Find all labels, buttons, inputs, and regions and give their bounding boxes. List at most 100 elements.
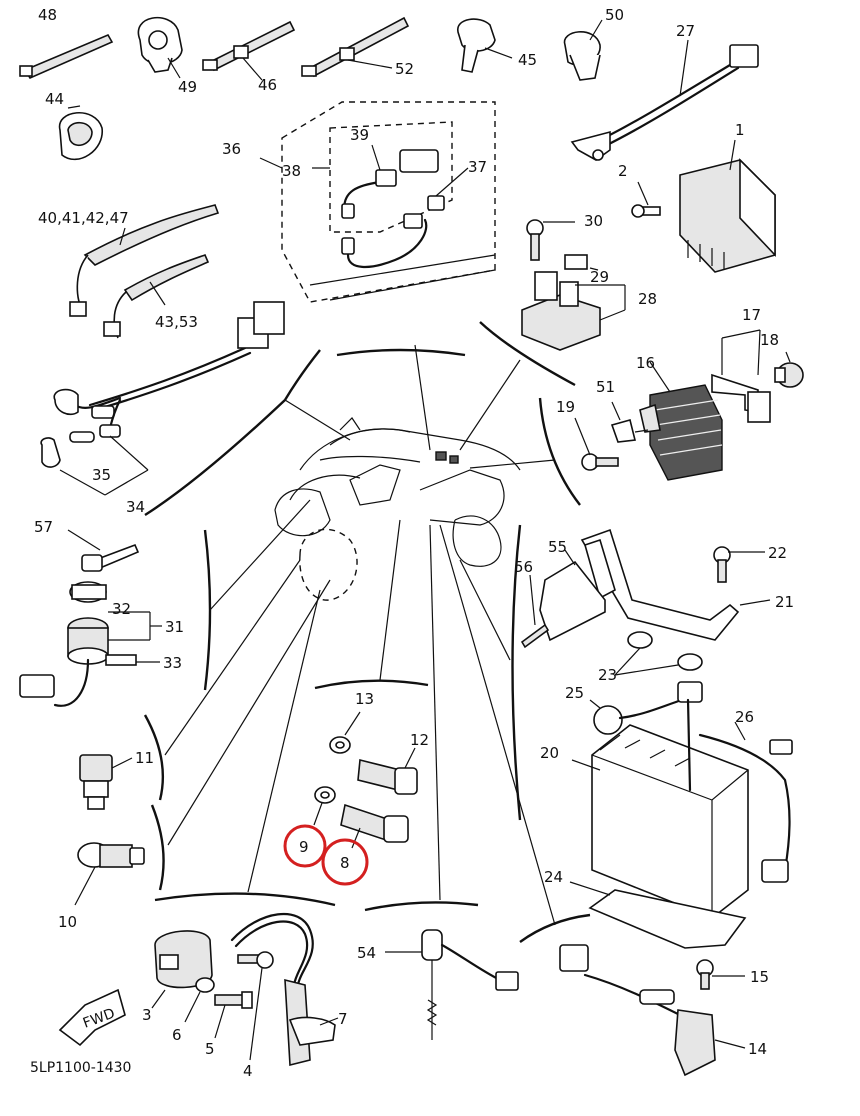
part-30-bolt (526, 219, 575, 261)
part-40-tie (69, 204, 220, 317)
part-44-clip (58, 105, 103, 161)
part-2-screw (631, 181, 661, 218)
part-24-sheet (569, 881, 747, 949)
label-4: 4 (243, 1062, 253, 1080)
label-31: 31 (165, 618, 184, 636)
label-20: 20 (540, 744, 559, 762)
part-45-clamp (457, 18, 513, 73)
part-4-bolt (237, 951, 274, 1061)
label-30: 30 (584, 212, 603, 230)
highlight-ring-9 (283, 824, 327, 868)
label-16: 16 (636, 354, 655, 372)
part-56-pin (520, 574, 550, 649)
part-3-coil (151, 930, 213, 1009)
part-22-bolt (713, 546, 765, 583)
label-2: 2 (618, 162, 628, 180)
highlight-ring-8 (321, 838, 369, 886)
label-43-53: 43,53 (155, 313, 198, 331)
part-54-sensor (385, 929, 519, 1040)
label-37: 37 (468, 158, 487, 176)
label-24: 24 (544, 868, 563, 886)
part-1-cdi (679, 139, 776, 273)
part-8-sender (340, 803, 409, 849)
part-46-band (202, 20, 296, 81)
part-20-battery (571, 724, 749, 919)
label-46: 46 (258, 76, 277, 94)
part-21-bracket (580, 528, 771, 641)
label-52: 52 (395, 60, 414, 78)
label-27: 27 (676, 22, 695, 40)
part-52-band (301, 16, 410, 78)
label-18: 18 (760, 331, 779, 349)
label-38: 38 (282, 162, 301, 180)
part-11-switch (79, 754, 133, 810)
label-10: 10 (58, 913, 77, 931)
label-33: 33 (163, 654, 182, 672)
part-49-clamp (137, 16, 183, 79)
fwd-arrow: FWD (58, 988, 126, 1047)
part-23-dampers (614, 631, 703, 676)
label-51: 51 (596, 378, 615, 396)
part-51-clip (610, 401, 649, 443)
label-45: 45 (518, 51, 537, 69)
part-18-grommet (774, 351, 804, 388)
label-49: 49 (178, 78, 197, 96)
part-9-washer (313, 786, 336, 826)
drawing-code: 5LP1100-1430 (30, 1060, 131, 1076)
part-5-bolt (214, 991, 253, 1039)
label-50: 50 (605, 6, 624, 24)
label-25: 25 (565, 684, 584, 702)
label-44: 44 (45, 90, 64, 108)
label-1: 1 (735, 121, 745, 139)
part-34-harness (40, 301, 285, 496)
label-56: 56 (514, 558, 533, 576)
label-34: 34 (126, 498, 145, 516)
label-8: 8 (340, 854, 350, 872)
part-27-lead (570, 39, 759, 161)
label-21: 21 (775, 593, 794, 611)
part-12-sender (357, 747, 418, 795)
callout-brackets (143, 321, 591, 943)
part-50-clamp (563, 19, 603, 81)
label-3: 3 (142, 1006, 152, 1024)
label-22: 22 (768, 544, 787, 562)
label-11: 11 (135, 749, 154, 767)
part-28-relay (521, 254, 626, 351)
label-13: 13 (355, 690, 374, 708)
part-14-sensor (559, 944, 746, 1077)
part-15-bolt (696, 959, 745, 990)
part-48-tie (19, 33, 114, 80)
label-54: 54 (357, 944, 376, 962)
label-23: 23 (598, 666, 617, 684)
part-43-tie (103, 253, 210, 339)
label-35: 35 (92, 466, 111, 484)
label-55: 55 (548, 538, 567, 556)
sub-assembly-36 (259, 101, 496, 303)
label-28: 28 (638, 290, 657, 308)
label-26: 26 (735, 708, 754, 726)
atv-silhouette (274, 417, 521, 601)
part-25-lead (589, 681, 703, 792)
part-13-washer (329, 711, 361, 754)
part-6-washer (184, 977, 215, 1023)
label-9: 9 (299, 838, 309, 856)
part-10-switch (74, 842, 145, 906)
label-5: 5 (205, 1040, 215, 1058)
label-7: 7 (338, 1010, 348, 1028)
label-48: 48 (38, 6, 57, 24)
label-6: 6 (172, 1026, 182, 1044)
label-29: 29 (590, 268, 609, 286)
label-40-41-42-47: 40,41,42,47 (38, 209, 129, 227)
label-19: 19 (556, 398, 575, 416)
label-39: 39 (350, 126, 369, 144)
label-57: 57 (34, 518, 53, 536)
label-15: 15 (750, 968, 769, 986)
label-17: 17 (742, 306, 761, 324)
part-26-lead (698, 721, 793, 883)
label-36: 36 (222, 140, 241, 158)
part-17-bracket (711, 329, 771, 423)
part-31-switch (19, 529, 162, 707)
part-19-bolt (574, 417, 619, 471)
